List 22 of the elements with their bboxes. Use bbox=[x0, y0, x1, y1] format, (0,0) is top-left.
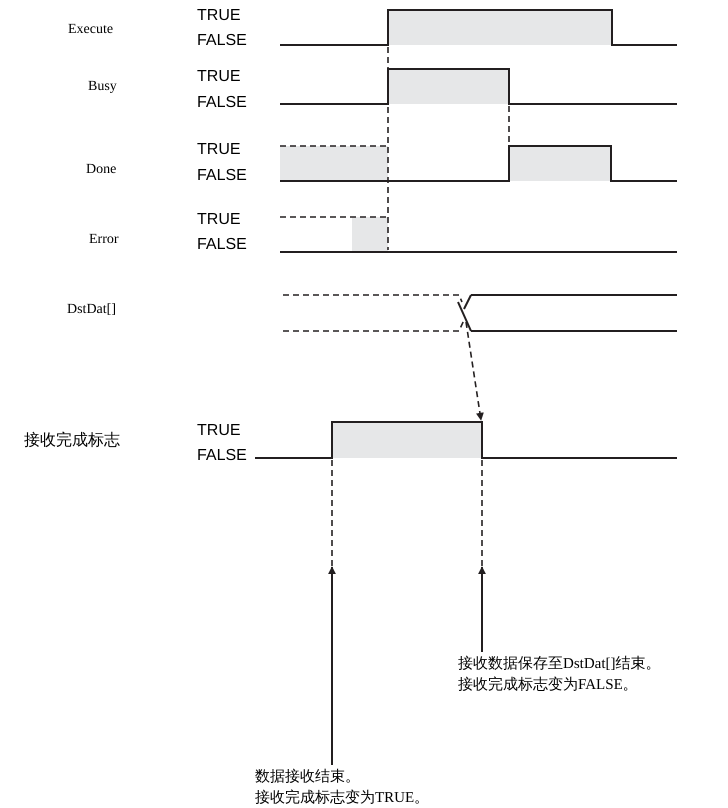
state-label: FALSE bbox=[197, 32, 247, 50]
leader-arrow bbox=[478, 566, 486, 652]
signal-name: DstDat[] bbox=[67, 301, 116, 319]
signal-name: Busy bbox=[88, 78, 117, 96]
signal-name: Done bbox=[86, 161, 116, 179]
state-label: FALSE bbox=[197, 447, 247, 465]
leader-arrow bbox=[328, 566, 336, 765]
state-label: FALSE bbox=[197, 236, 247, 254]
state-label: TRUE bbox=[197, 141, 241, 159]
state-label: TRUE bbox=[197, 422, 241, 440]
state-label: FALSE bbox=[197, 167, 247, 185]
state-label: TRUE bbox=[197, 211, 241, 229]
note-text: 接收数据保存至DstDat[]结束。 bbox=[458, 654, 660, 674]
note-text: 接收完成标志变为FALSE。 bbox=[458, 675, 639, 695]
state-label: TRUE bbox=[197, 68, 241, 86]
signal-name: Error bbox=[89, 231, 119, 249]
signal-name: Execute bbox=[68, 21, 114, 39]
state-label: TRUE bbox=[197, 7, 241, 25]
note-text: 数据接收结束。 bbox=[255, 768, 361, 787]
signal-name: 接收完成标志 bbox=[24, 432, 120, 450]
note-text: 接收完成标志变为TRUE。 bbox=[255, 788, 430, 808]
state-label: FALSE bbox=[197, 94, 247, 112]
